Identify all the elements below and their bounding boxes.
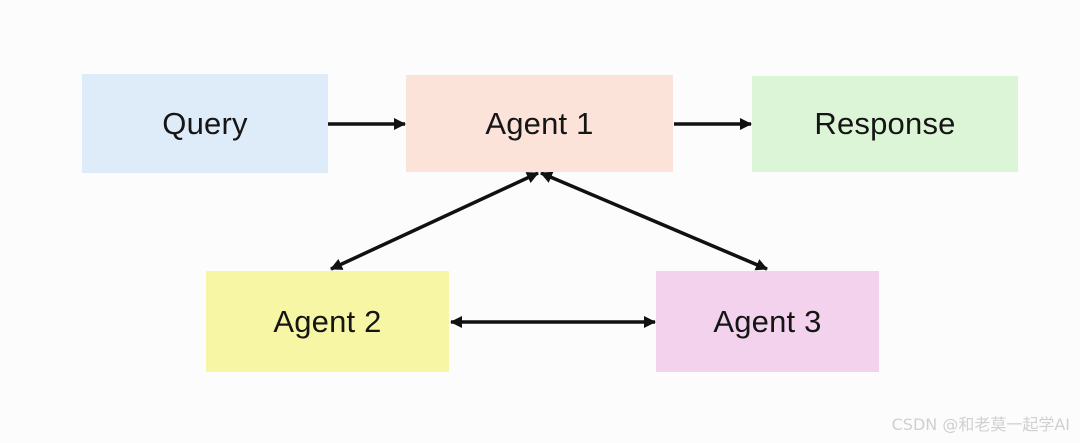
node-agent-1-label: Agent 1 xyxy=(485,105,594,141)
arrow-agent1-agent3 xyxy=(540,171,768,271)
node-response-label: Response xyxy=(814,106,956,141)
watermark: CSDN @和老莫一起学AI xyxy=(891,415,1070,434)
arrow-agent1-agent2 xyxy=(330,171,539,271)
node-agent-2: Agent 2 xyxy=(206,271,449,372)
node-agent-2-label: Agent 2 xyxy=(273,303,382,339)
node-query-label: Query xyxy=(162,105,248,141)
node-response: Response xyxy=(752,76,1018,172)
node-agent-3: Agent 3 xyxy=(656,271,879,372)
node-agent-1: Agent 1 xyxy=(406,75,673,172)
node-query: Query xyxy=(82,74,328,173)
node-agent-3-label: Agent 3 xyxy=(713,303,822,339)
